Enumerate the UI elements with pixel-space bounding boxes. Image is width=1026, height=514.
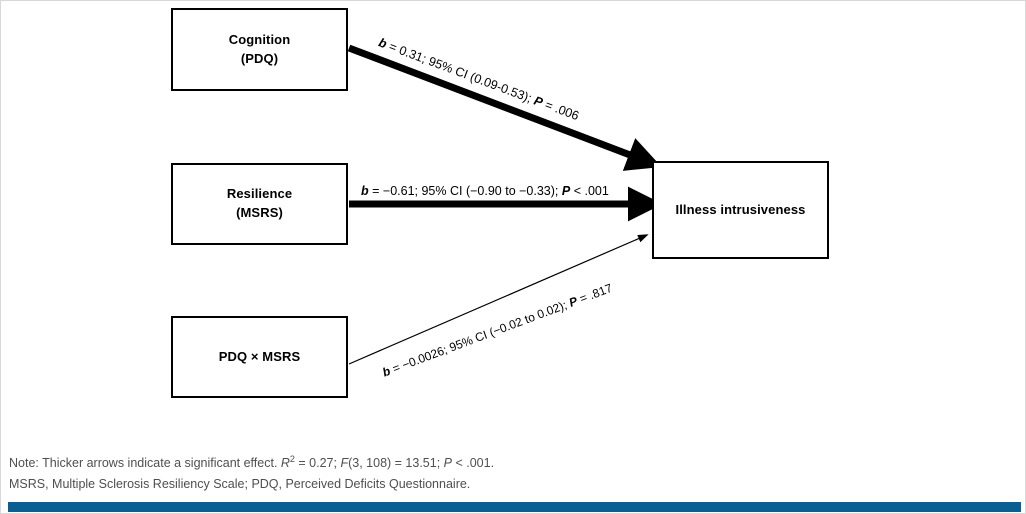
node-resilience-line2: (MSRS) — [236, 205, 283, 220]
node-outcome-line1: Illness intrusiveness — [675, 201, 806, 217]
path-label-resilience-ci: (−0.90 to −0.33) — [465, 184, 555, 198]
node-cognition: Cognition (PDQ) — [171, 8, 348, 91]
path-label-cognition-p-value: = .006 — [543, 97, 581, 124]
note-p-value: < .001. — [452, 456, 495, 470]
note-r2-value: = 0.27; — [294, 456, 341, 470]
arrow-interaction-to-outcome — [348, 234, 649, 365]
path-label-resilience-coefficient: −0.61 — [382, 184, 415, 198]
figure-note-line-2: MSRS, Multiple Sclerosis Resiliency Scal… — [9, 476, 471, 491]
path-label-resilience-p-value: < .001 — [573, 184, 609, 198]
path-label-resilience-ci-label: 95% CI — [421, 184, 463, 198]
path-label-resilience-eq: = — [368, 184, 383, 198]
path-label-resilience-b-symbol: b — [361, 184, 369, 198]
note-p-symbol: P — [443, 456, 453, 470]
path-label-resilience-sep2: ; — [554, 184, 562, 198]
note-r2-exponent: 2 — [289, 453, 295, 464]
figure-note-line-1: Note: Thicker arrows indicate a signific… — [9, 453, 949, 474]
node-interaction: PDQ × MSRS — [171, 316, 348, 398]
path-label-cognition-to-outcome: b = 0.31; 95% CI (0.09-0.53); P = .006 — [376, 35, 581, 124]
path-label-interaction-ci: (−0.02 to 0.02) — [487, 299, 566, 340]
note-f-symbol: F — [340, 456, 349, 470]
arrow-cognition-to-outcome — [347, 44, 662, 171]
note-f-value: (3, 108) = 13.51; — [348, 456, 444, 470]
node-cognition-line2: (PDQ) — [240, 50, 279, 66]
path-label-cognition-ci: (0.09-0.53) — [468, 69, 531, 105]
node-cognition-line1: Cognition — [228, 31, 291, 47]
note-r2-symbol: R — [280, 456, 290, 470]
path-label-interaction-p-value: = .817 — [577, 280, 615, 306]
path-label-cognition-ci-label: 95% CI — [426, 54, 470, 82]
note-prefix: Note: Thicker arrows indicate a signific… — [9, 456, 281, 470]
path-label-interaction-coefficient: −0.0026 — [400, 343, 447, 373]
footer-accent-bar — [8, 502, 1021, 512]
node-interaction-line1: PDQ × MSRS — [218, 348, 301, 364]
node-outcome-illness-intrusiveness: Illness intrusiveness — [652, 161, 829, 259]
figure-notes: Note: Thicker arrows indicate a signific… — [9, 453, 949, 494]
path-label-resilience-sep1: ; — [414, 184, 422, 198]
path-label-interaction-ci-label: 95% CI — [447, 327, 490, 355]
path-label-resilience-p-symbol: P — [561, 184, 571, 198]
path-label-resilience-to-outcome: b = −0.61; 95% CI (−0.90 to −0.33); P < … — [361, 184, 609, 199]
node-resilience-line1: Resilience — [226, 186, 293, 202]
path-label-interaction-to-outcome: b = −0.0026; 95% CI (−0.02 to 0.02); P =… — [380, 281, 614, 380]
node-resilience: Resilience (MSRS) — [171, 163, 348, 245]
